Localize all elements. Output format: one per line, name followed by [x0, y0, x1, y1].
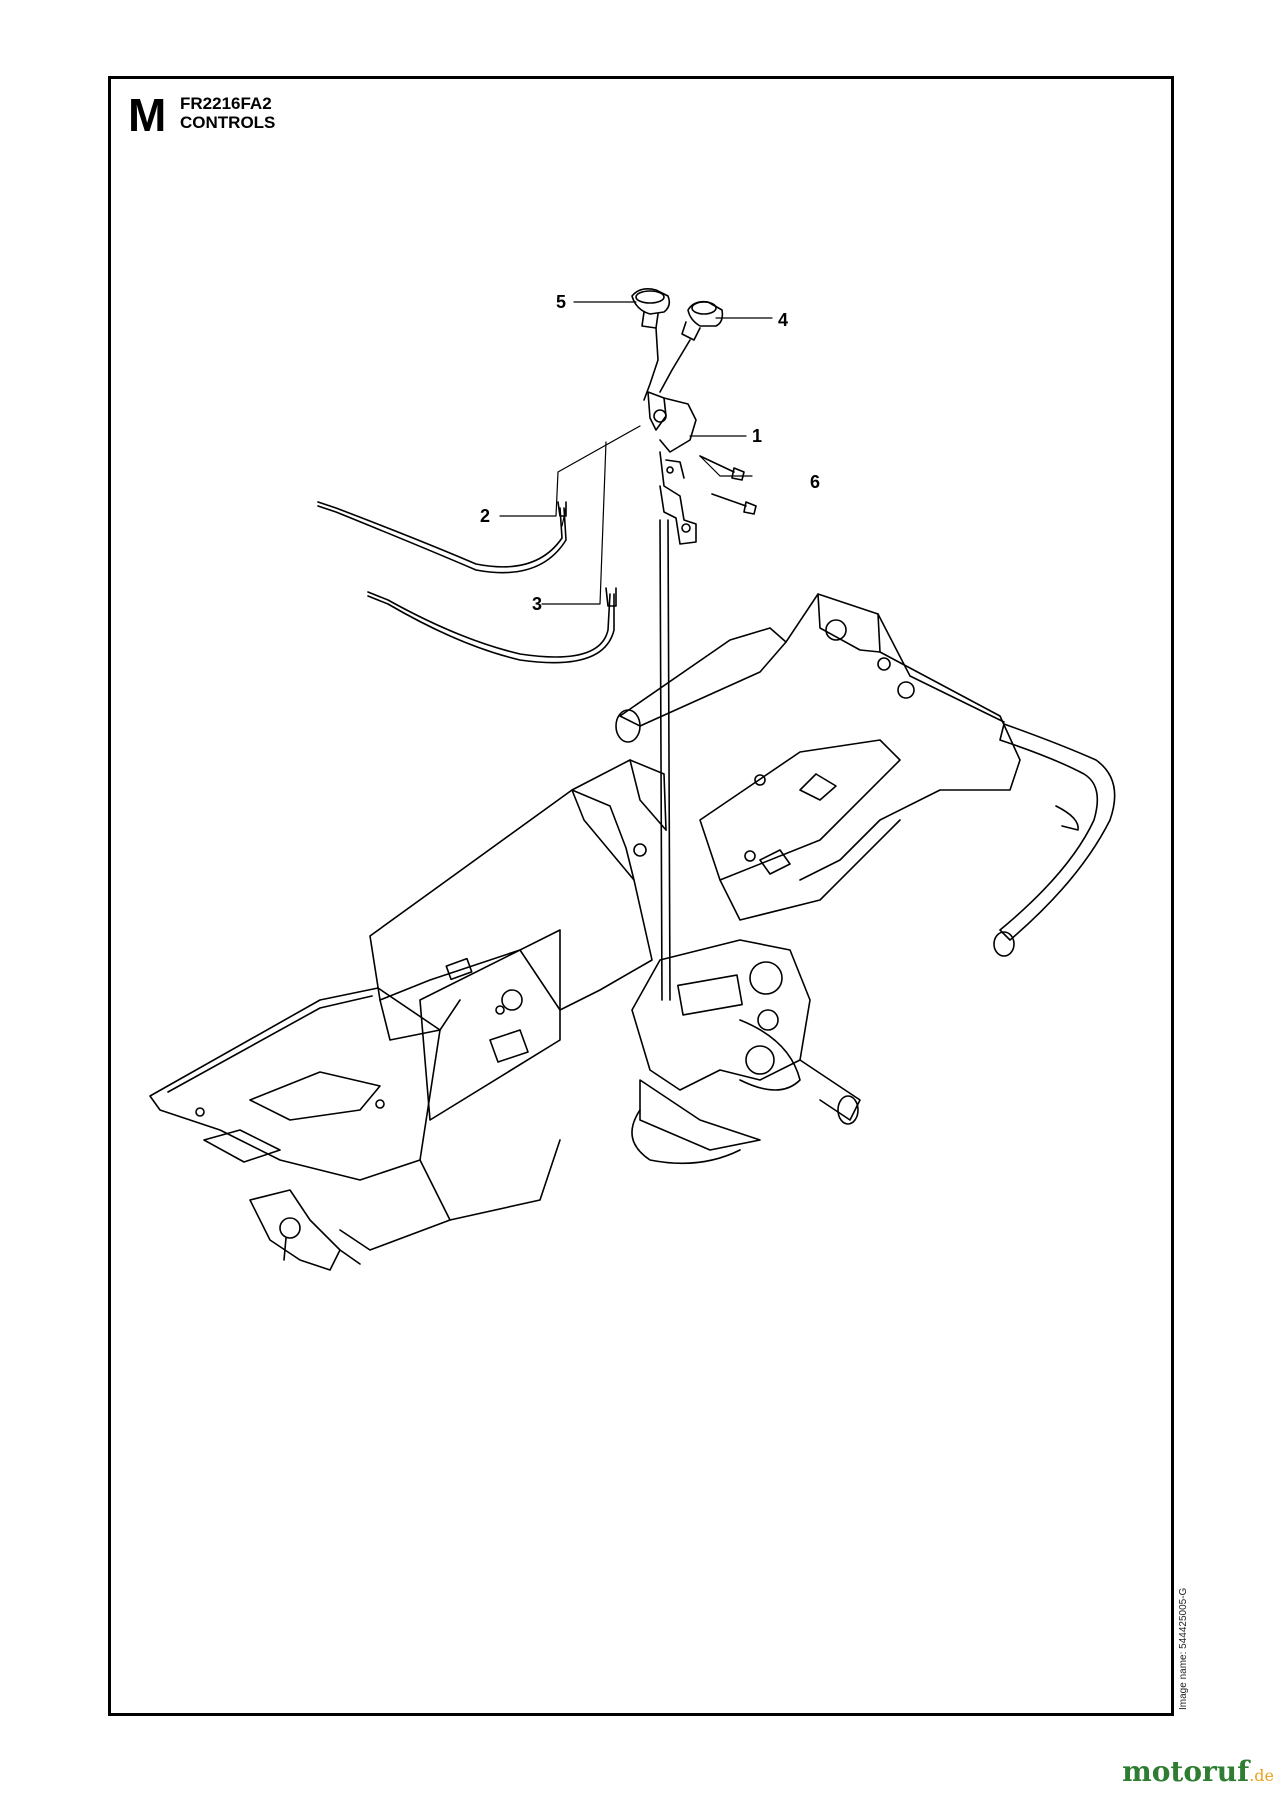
- callout-3: 3: [532, 594, 542, 614]
- control-bracket: [647, 391, 697, 545]
- section-title: CONTROLS: [180, 113, 276, 132]
- model-code: FR2216FA2: [180, 94, 272, 113]
- image-name: Image name: 544425005-G: [1178, 1587, 1189, 1710]
- control-rod: [659, 519, 671, 1001]
- screw-6b: [711, 493, 757, 515]
- section-letter: M: [128, 89, 167, 141]
- throttle-lever: [643, 327, 659, 401]
- callout-1: 1: [752, 426, 762, 446]
- callout-4: 4: [778, 310, 788, 330]
- chassis-frame: [149, 593, 1116, 1271]
- knob-4: [681, 300, 724, 341]
- drawing-frame: [108, 76, 1174, 1716]
- cable-3: [367, 587, 617, 664]
- leader-lines: [499, 301, 773, 605]
- watermark-logo: motoruf.de: [1122, 1755, 1274, 1788]
- cable-2: [317, 501, 567, 574]
- watermark-brand: motoruf: [1122, 1755, 1250, 1788]
- screw-6a: [699, 455, 745, 481]
- callout-5: 5: [556, 292, 566, 312]
- knob-5: [631, 288, 671, 329]
- choke-lever: [659, 339, 691, 393]
- callout-6: 6: [810, 472, 820, 492]
- watermark-domain: .de: [1249, 1766, 1274, 1785]
- callout-2: 2: [480, 506, 490, 526]
